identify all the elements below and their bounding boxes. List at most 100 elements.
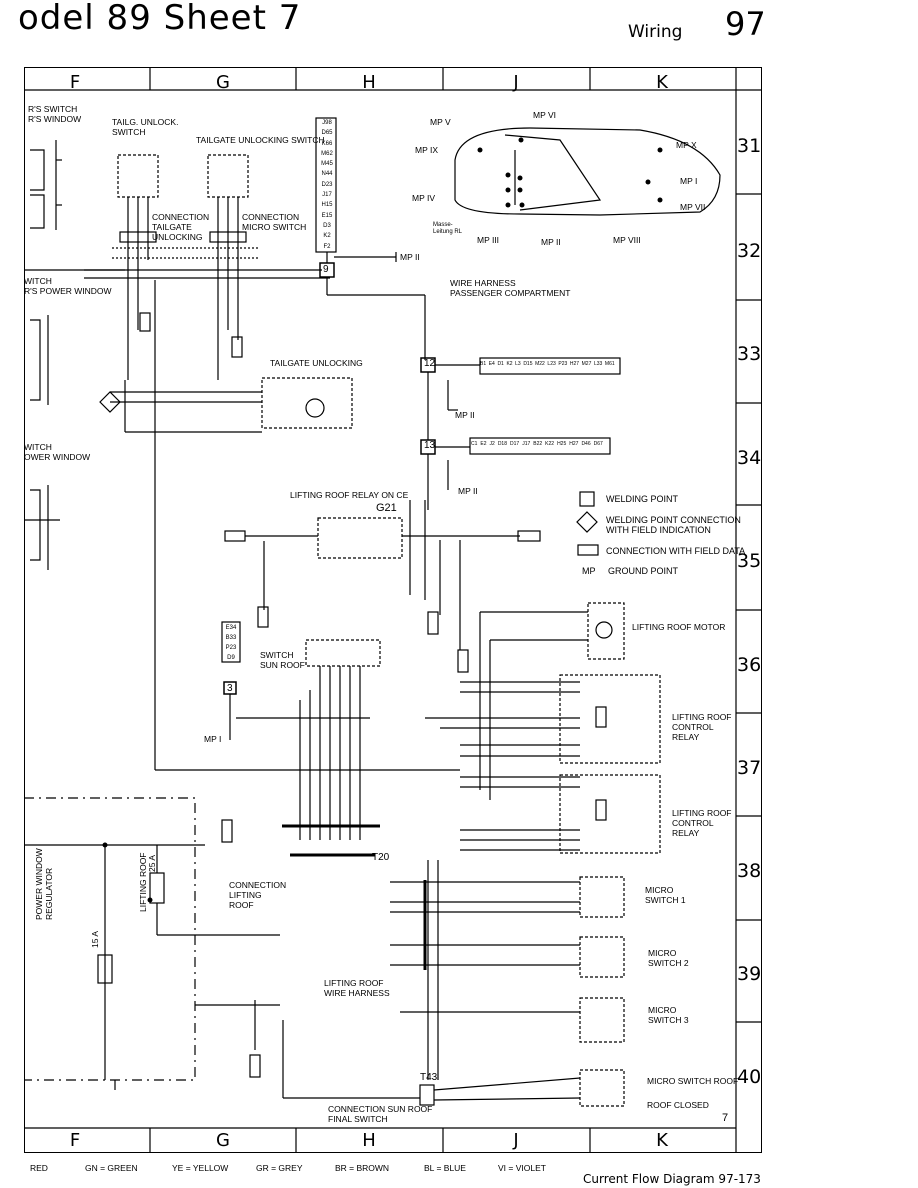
ground-mp-viii: MP VIII	[613, 235, 641, 245]
pin: M27	[581, 361, 592, 367]
color-key-brown: BR = BROWN	[335, 1163, 390, 1173]
pin: K2	[323, 233, 331, 240]
pin: B1	[480, 361, 487, 367]
column-label-j: J	[513, 72, 519, 93]
column-label-k-bottom: K	[656, 1130, 668, 1151]
pin: L33	[593, 361, 603, 367]
connector-3-number: 3	[227, 683, 233, 694]
footer-diagram-ref: Current Flow Diagram 97-173	[583, 1172, 761, 1186]
connector-9-pins: J98 D65 K66 M62 M45 N44 D23 J17 H15 E15 …	[318, 118, 336, 252]
fuse-label: E34	[225, 625, 237, 631]
pin: H27	[569, 361, 580, 367]
row-31: 31	[737, 135, 762, 157]
column-label-f-bottom: F	[69, 1130, 81, 1151]
sheet-title: odel 89 Sheet 7	[18, 0, 302, 38]
lifting-roof-motor-label: LIFTING ROOF MOTOR	[632, 622, 726, 632]
pin: E15	[321, 212, 333, 219]
pin: J2	[489, 441, 495, 447]
pin: C1	[471, 441, 478, 447]
fuse-label-stack: E34 B33 P23 D9	[223, 623, 239, 663]
pin: L23	[547, 361, 556, 367]
row-33: 33	[737, 343, 762, 365]
lifting-roof-harness-label: LIFTING ROOF WIRE HARNESS	[324, 978, 390, 998]
pin: M62	[321, 150, 333, 157]
wire-harness-passenger-label: WIRE HARNESS PASSENGER COMPARTMENT	[450, 278, 571, 298]
t20-label: T20	[372, 852, 390, 863]
left-switch-label-1: R'S SWITCH R'S WINDOW	[28, 104, 82, 124]
color-key-red: RED	[30, 1163, 48, 1173]
mp-ii-label-1: MP II	[455, 410, 475, 420]
mp-ii-label-3: MP II	[400, 252, 420, 262]
page-number: 97	[725, 5, 766, 43]
legend-mp-abbr: MP	[582, 566, 596, 576]
connector-13-number: 13	[424, 440, 436, 451]
row-35: 35	[737, 550, 762, 572]
pin: E2	[480, 441, 487, 447]
legend-conn-field: CONNECTION WITH FIELD DATA	[606, 546, 746, 556]
pin: E4	[488, 361, 495, 367]
sheet-marker: 7	[722, 1112, 729, 1124]
roof-closed-label: ROOF CLOSED	[647, 1100, 709, 1110]
micro-switch-2-label: MICRO SWITCH 2	[648, 948, 689, 968]
column-label-j-bottom: J	[513, 1130, 519, 1151]
connector-13-pins: C1 E2 J2 D18 D17 J17 B22 K22 H25 H27 D46…	[471, 441, 603, 447]
legend-mp-desc: GROUND POINT	[608, 566, 679, 576]
pin: H27	[569, 441, 579, 447]
micro-switch-1-label: MICRO SWITCH 1	[645, 885, 686, 905]
color-key-violet: VI = VIOLET	[498, 1163, 546, 1173]
ground-mp-iv: MP IV	[412, 193, 435, 203]
legend-welding-conn: WELDING POINT CONNECTION WITH FIELD INDI…	[606, 515, 741, 535]
pin: D67	[593, 441, 603, 447]
ground-mp-iii: MP III	[477, 235, 500, 245]
ground-mp-ii: MP II	[541, 237, 561, 247]
fuse-25a-label: 25 A	[147, 854, 157, 872]
tailgate-unlocking-label: TAILGATE UNLOCKING	[270, 358, 363, 368]
fuse-label: P23	[225, 645, 237, 651]
color-key-green: GN = GREEN	[85, 1163, 138, 1173]
pin: J98	[322, 120, 332, 126]
pin: K66	[321, 140, 333, 147]
pin: M22	[535, 361, 545, 367]
ground-mp-v: MP V	[430, 117, 451, 127]
row-40: 40	[737, 1066, 762, 1088]
row-38: 38	[737, 860, 762, 882]
mp-ii-label-2: MP II	[458, 486, 478, 496]
color-key-blue: BL = BLUE	[424, 1163, 466, 1173]
pin: D23	[321, 181, 333, 188]
section-title: Wiring	[628, 22, 683, 42]
ground-mp-vii: MP VII	[680, 202, 706, 212]
ground-mp-ix: MP IX	[415, 145, 438, 155]
fuse-label: B33	[225, 635, 237, 641]
car-note: Masse- Leitung RL	[433, 222, 463, 235]
pin: J17	[522, 441, 531, 447]
row-32: 32	[737, 240, 762, 262]
conn-micro-switch-label: CONNECTION MICRO SWITCH	[242, 212, 307, 232]
column-label-g: G	[216, 72, 230, 93]
pin: B22	[533, 441, 543, 447]
ground-mp-x: MP X	[676, 140, 697, 150]
row-37: 37	[737, 757, 762, 779]
pin: M45	[321, 161, 333, 168]
ground-mp-vi: MP VI	[533, 110, 556, 120]
micro-switch-roof-label: MICRO SWITCH ROOF	[647, 1076, 739, 1086]
switch-sun-roof-label: SWITCH SUN ROOF	[260, 650, 305, 670]
color-key-grey: GR = GREY	[256, 1163, 303, 1173]
conn-sun-roof-final-label: CONNECTION SUN ROOF FINAL SWITCH	[328, 1104, 433, 1124]
lifting-roof-relay-label: LIFTING ROOF RELAY ON CE	[290, 490, 409, 500]
pin: D46	[581, 441, 591, 447]
pin: D18	[497, 441, 507, 447]
mp-i-label: MP I	[204, 734, 222, 744]
pin: H15	[321, 202, 333, 209]
pin: N44	[321, 171, 333, 178]
pin: K2	[506, 361, 513, 367]
pin: J17	[322, 192, 332, 199]
g21-label: G21	[376, 502, 397, 514]
column-label-g-bottom: G	[216, 1130, 230, 1151]
t43-label: T43	[420, 1072, 438, 1083]
pin: K22	[545, 441, 555, 447]
tailgate-unlock-switch-label: TAILG. UNLOCK. SWITCH	[112, 117, 179, 137]
row-39: 39	[737, 963, 762, 985]
pin: M61	[604, 361, 615, 367]
left-switch-label-2: WITCH R'S POWER WINDOW	[24, 276, 112, 296]
